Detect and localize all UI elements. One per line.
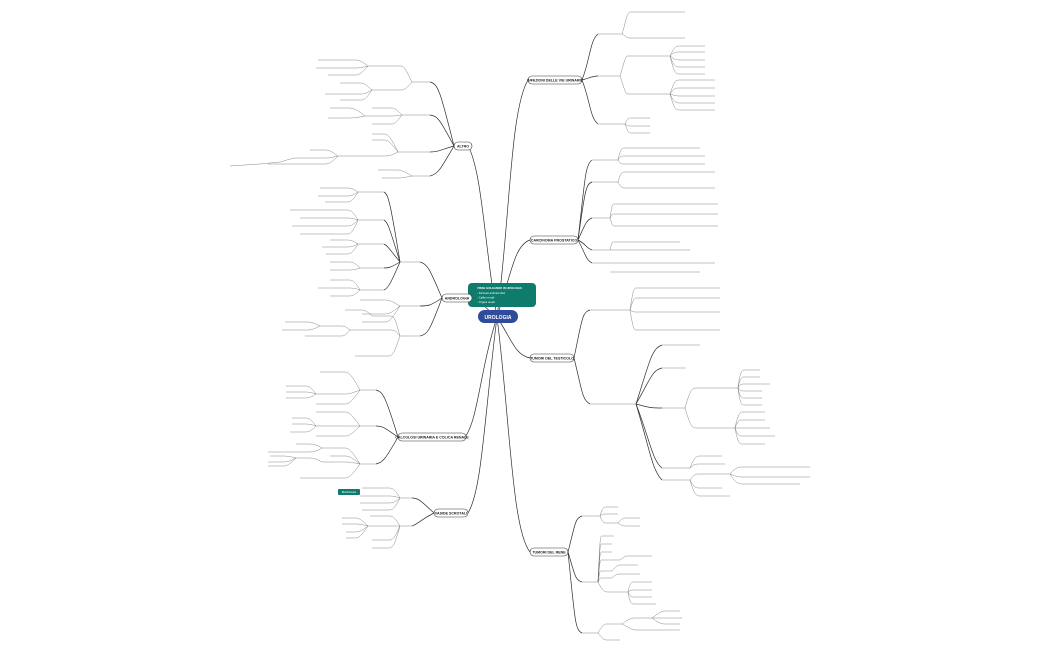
branch-vaside-label: VASIDE SCROTALI: [435, 511, 467, 515]
carcinoma-subtree: [577, 147, 718, 273]
note-line-1: VISSE GOLEANDO IN UROLOGIA:: [477, 286, 523, 290]
branch-andrologia[interactable]: ANDROLOGIA: [441, 293, 473, 303]
central-topic-node[interactable]: UROLOGIA: [478, 310, 518, 323]
tag-box: Biochimicate: [338, 489, 360, 495]
branch-carcinoma-label: CARCINOMA PROSTATICO: [531, 238, 577, 242]
andrologia-subtree: [282, 187, 443, 357]
rene-subtree: [567, 506, 682, 641]
tag-box-label: Biochimicate: [342, 491, 357, 494]
branch-infezioni-label: INFEZIONI DELLE VIE URINARIE: [527, 78, 583, 82]
branch-altro-label: ALTRO: [457, 144, 469, 148]
note-line-4: - Organi renali: [477, 300, 495, 304]
branch-carcinoma-prostatico[interactable]: CARCINOMA PROSTATICO: [529, 235, 579, 245]
branch-vaside-scrotali[interactable]: VASIDE SCROTALI: [433, 508, 469, 518]
branch-altro[interactable]: ALTRO: [453, 141, 473, 151]
branch-tumori-testicolo[interactable]: TUMORI DEL TESTICOLO: [529, 353, 575, 363]
branch-rene-label: TUMORI DEL RENE: [532, 550, 566, 554]
note-box: VISSE GOLEANDO IN UROLOGIA: - Farmaci an…: [468, 283, 536, 307]
calcolosi-subtree: [268, 371, 399, 479]
note-line-2: - Farmaci antimicrobici: [477, 291, 506, 295]
altro-subtree: [229, 59, 455, 179]
vaside-subtree: [342, 487, 435, 549]
infezioni-subtree: [581, 11, 715, 134]
branch-andrologia-label: ANDROLOGIA: [445, 296, 470, 300]
note-line-3: - Calibri renali: [477, 296, 495, 300]
branch-calcolosi-label: CALCOLOSI URINARIA E COLICA RENALE: [395, 435, 469, 439]
branch-infezioni[interactable]: INFEZIONI DELLE VIE URINARIE: [527, 75, 583, 85]
testicolo-subtree: [573, 287, 810, 497]
branch-testicolo-label: TUMORI DEL TESTICOLO: [530, 356, 574, 360]
branch-tumori-rene[interactable]: TUMORI DEL RENE: [529, 547, 569, 557]
branch-calcolosi[interactable]: CALCOLOSI URINARIA E COLICA RENALE: [395, 432, 469, 442]
central-topic-label: UROLOGIA: [485, 315, 512, 321]
